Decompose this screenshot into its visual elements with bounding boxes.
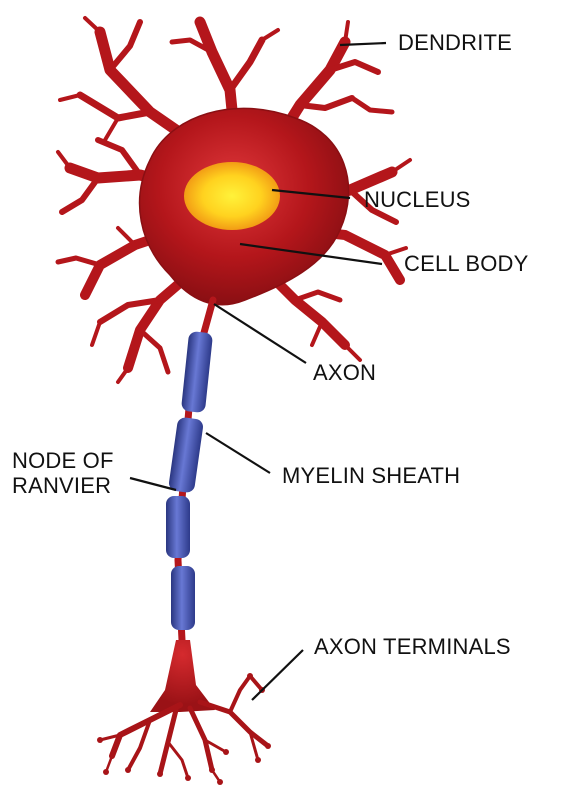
- leader-lines: [129, 41, 387, 701]
- label-nucleus: NUCLEUS: [364, 187, 471, 212]
- myelin-segment: [166, 496, 190, 558]
- leader-cell-body: [239, 242, 383, 266]
- myelin-segments: [166, 331, 213, 630]
- leader-axon: [213, 303, 307, 364]
- leader-myelin-sheath: [205, 432, 271, 474]
- myelin-segment: [171, 566, 195, 630]
- label-dendrite: DENDRITE: [398, 30, 513, 55]
- label-node-of-ranvier-line2: RANVIER: [12, 473, 112, 498]
- leader-axon-terminals: [251, 649, 304, 701]
- label-node-of-ranvier: NODE OF RANVIER: [12, 448, 114, 498]
- label-myelin-sheath: MYELIN SHEATH: [282, 463, 461, 488]
- leader-dendrite: [339, 41, 387, 47]
- axon-terminal-tree: [97, 640, 271, 785]
- myelin-segment: [169, 417, 203, 493]
- myelin-segment: [181, 331, 213, 413]
- label-axon-terminals: AXON TERMINALS: [314, 634, 511, 659]
- leader-node-of-ranvier: [129, 476, 177, 492]
- nucleus-shape: [184, 162, 280, 230]
- leader-nucleus: [271, 188, 351, 200]
- label-axon: AXON: [313, 360, 377, 385]
- label-cell-body: CELL BODY: [404, 251, 529, 276]
- label-node-of-ranvier-line1: NODE OF: [12, 448, 114, 473]
